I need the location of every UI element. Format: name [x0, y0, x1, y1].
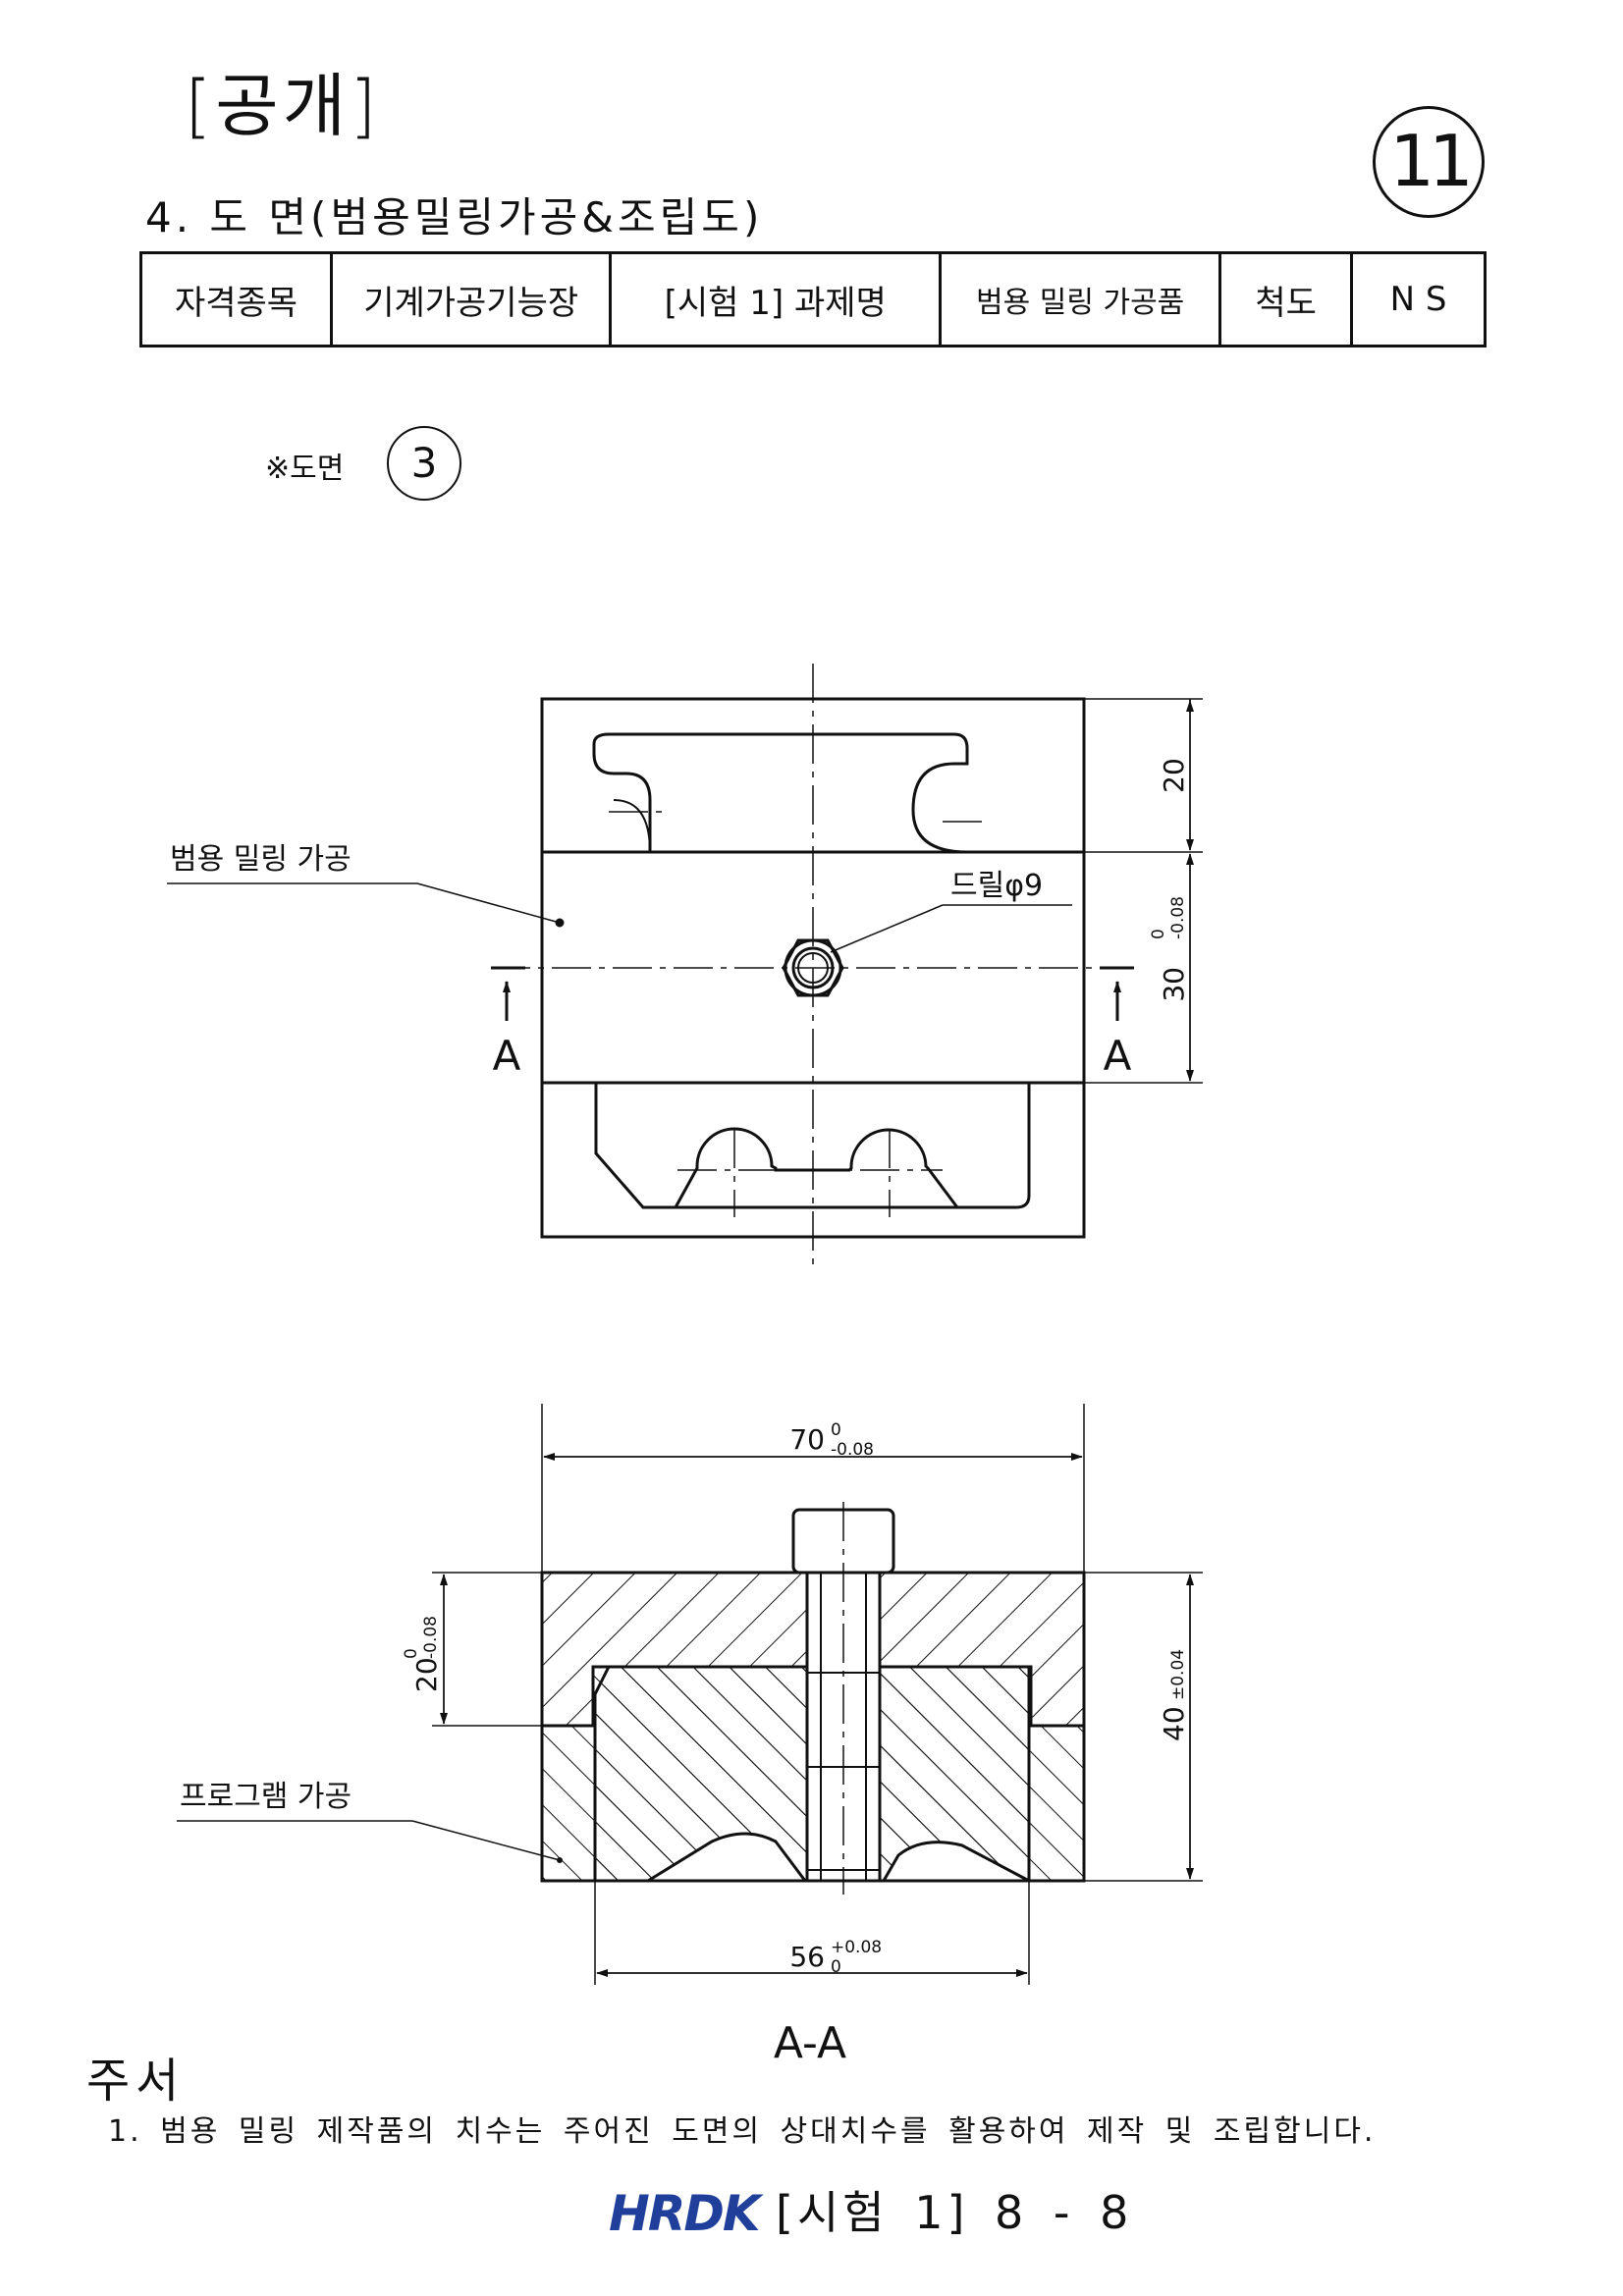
notes-title: 주서 [86, 2054, 186, 2109]
dim-height-tol: ±0.04 [1168, 1649, 1188, 1700]
dim-height-40: 40 [1158, 1706, 1190, 1741]
lower-profile [594, 1083, 1031, 1209]
section-mark-left: A [493, 1032, 521, 1080]
info-table: 자격종목 기계가공기능장 [시험 1] 과제명 범용 밀링 가공품 척도 N S [138, 251, 1487, 347]
dim-bottom-tol-upper: +0.08 [831, 1938, 882, 1957]
section-view [177, 1404, 1203, 1985]
label-milling: 범용 밀링 가공 [170, 842, 352, 877]
top-view [167, 664, 1203, 1266]
info-label-scale: 척도 [1218, 251, 1354, 347]
info-value-scale: N S [1350, 251, 1487, 347]
note-item-1: 1. 범용 밀링 제작품의 치수는 주어진 도면의 상대치수를 활용하여 제작 … [108, 2114, 1377, 2149]
label-drill: 드릴φ9 [950, 869, 1043, 903]
dim-top-20: 20 [1158, 758, 1190, 793]
label-program: 프로그램 가공 [180, 1780, 352, 1814]
dim-bottom-56: 56 [789, 1941, 825, 1973]
drawing-ref-number: 3 [387, 426, 461, 501]
dim-left-20: 20 [410, 1657, 443, 1692]
sheet-number-badge: 11 [1373, 106, 1485, 218]
section-title-aa: A-A [774, 2018, 846, 2068]
dim-width-70: 70 [789, 1423, 825, 1456]
dim-width-tol-upper: 0 [831, 1420, 841, 1440]
upper-profile [592, 732, 969, 854]
hrdk-logo: HRDK [609, 2185, 761, 2242]
dim-left-tol-upper: 0 [402, 1648, 421, 1659]
dim-mid-tol-lower: -0.08 [1168, 896, 1188, 939]
drawing-ref-label: ※도면 [265, 452, 345, 486]
dim-mid-tol-upper: 0 [1149, 929, 1168, 939]
dim-bottom-tol-lower: 0 [831, 1957, 841, 1977]
dim-mid-30: 30 [1158, 967, 1190, 1002]
hex-nut [782, 938, 844, 997]
disclosure-label: [공개] [185, 66, 381, 146]
info-label-qualification: 자격종목 [138, 251, 334, 347]
info-value-task: 범용 밀링 가공품 [939, 251, 1222, 347]
page-number: [시험 1] 8 - 8 [776, 2186, 1133, 2239]
section-mark-right: A [1104, 1032, 1132, 1080]
dim-left-tol-lower: -0.08 [421, 1616, 441, 1659]
dim-width-tol-lower: -0.08 [831, 1440, 874, 1460]
info-value-qualification: 기계가공기능장 [330, 251, 613, 347]
info-label-task: [시험 1] 과제명 [609, 251, 943, 347]
section-title: 4. 도 면(범용밀링가공&조립도) [145, 193, 764, 241]
